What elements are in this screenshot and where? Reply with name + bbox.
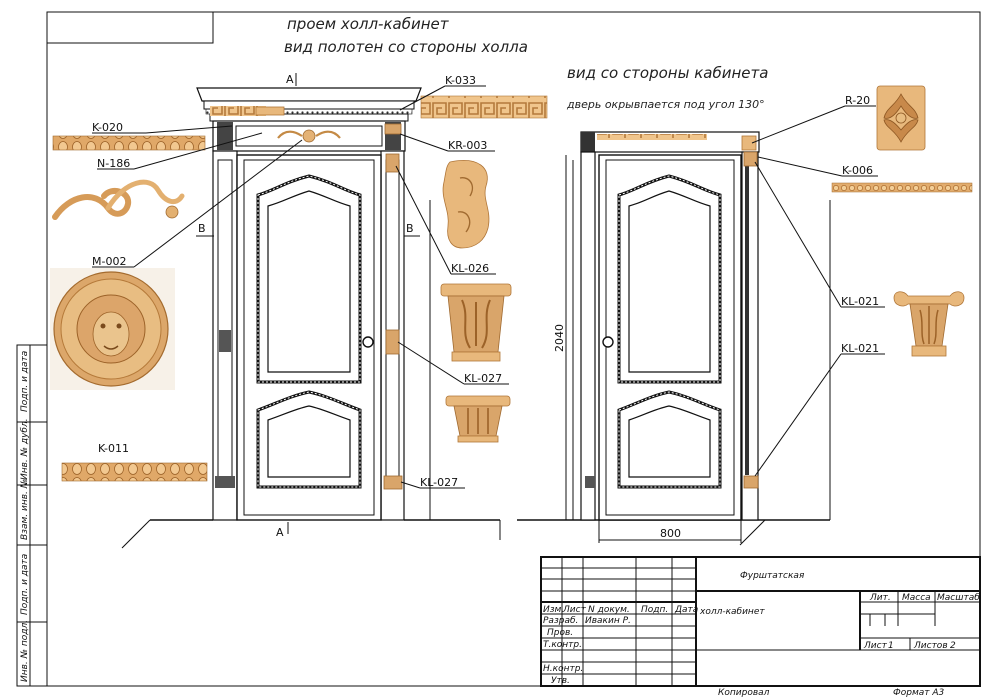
heading-line-1: проем холл-кабинет: [287, 15, 450, 33]
dimension-height-label: 2040: [553, 324, 566, 352]
label-n186: N-186: [97, 157, 130, 170]
stamp-cell-2: Инв. № дубл.: [20, 418, 30, 480]
n186-scroll-image: [52, 179, 185, 220]
part-images: [50, 85, 973, 482]
tb-developer-name: Ивакин Р.: [585, 616, 631, 626]
tb-role-developer: Разраб.: [543, 616, 578, 626]
tb-role-ncontrol: Н.контр.: [543, 664, 583, 674]
tb-role-tcontrol: Т.контр.: [543, 640, 582, 650]
part-labels: K-020 N-186 M-002 K-011 K-033 KR-003 KL-…: [92, 74, 885, 489]
label-m002: M-002: [92, 255, 126, 268]
k011-molding-image: [61, 462, 208, 482]
label-k020: K-020: [92, 121, 123, 134]
label-k006: K-006: [842, 164, 873, 177]
right-door-elevation: [517, 131, 831, 546]
k006-molding-image: [831, 182, 973, 193]
label-kl021-a: KL-021: [841, 295, 879, 308]
section-b-left: В: [198, 222, 206, 235]
label-k033: K-033: [445, 74, 476, 87]
dimension-width: 800: [598, 520, 742, 543]
kl021-capital-image: [893, 291, 965, 357]
stamp-cell-5: Инв. № подл.: [20, 620, 30, 682]
tb-col-sign: Подп.: [641, 605, 668, 615]
label-kl027-b: KL-027: [420, 476, 458, 489]
tb-col-doc: N докум.: [588, 605, 630, 615]
tb-sheet-no: 1: [888, 641, 894, 651]
tb-lit-label: Лит.: [869, 593, 891, 603]
kl027-capital-image: [445, 395, 511, 443]
k020-molding-image: [52, 135, 206, 151]
tb-drawing-name: холл-кабинет: [699, 607, 765, 617]
tb-sheets-label: Листов: [913, 641, 948, 651]
corner-box: [46, 11, 214, 44]
left-door-elevation: А А В В: [121, 73, 501, 549]
heading-line-2: вид полотен со стороны холла: [284, 38, 528, 56]
dimension-width-label: 800: [660, 527, 681, 540]
section-b-right: В: [406, 222, 414, 235]
tb-col-list: Лист: [562, 605, 587, 615]
stamp-cell-3: Взам. инв. №: [20, 479, 30, 540]
tb-role-approved: Утв.: [551, 676, 570, 686]
tb-mass-label: Масса: [902, 593, 931, 603]
label-r20: R-20: [845, 94, 870, 107]
stamp-cell-4: Подп. и дата: [20, 554, 30, 615]
title-block: Фурштатская холл-кабинет Изм. Лист N док…: [540, 556, 981, 687]
side-stamp: Подп. и дата Инв. № дубл. Взам. инв. № П…: [16, 344, 48, 687]
tb-sheet-label: Лист: [863, 641, 888, 651]
label-kl026: KL-026: [451, 262, 489, 275]
tb-project: Фурштатская: [740, 571, 805, 581]
heading-right-2: дверь окрывпается под угол 130°: [566, 98, 765, 111]
tb-copied: Копировал: [718, 688, 770, 698]
tb-sheets-no: 2: [950, 641, 956, 651]
tb-col-date: Дата: [674, 605, 698, 615]
dimension-height: 2040: [553, 155, 567, 520]
heading-right-1: вид со стороны кабинета: [567, 64, 768, 82]
label-k011: K-011: [98, 442, 129, 455]
tb-role-checker: Пров.: [547, 628, 573, 638]
label-kl027-a: KL-027: [464, 372, 502, 385]
r20-rosette-image: [876, 85, 926, 151]
tb-col-izm: Изм.: [543, 605, 564, 615]
tb-format: Формат А3: [893, 688, 945, 698]
kl026-capital-image: [440, 283, 512, 362]
stamp-cell-1: Подп. и дата: [20, 351, 30, 412]
kr003-bracket-image: [442, 160, 490, 249]
m002-lion-medallion-image: [50, 268, 175, 390]
k033-greek-key-image: [420, 95, 548, 119]
tb-scale-label: Масштаб: [937, 593, 980, 603]
section-a-top: А: [286, 73, 294, 86]
section-a-bottom: А: [276, 526, 284, 539]
label-kr003: KR-003: [448, 139, 487, 152]
label-kl021-b: KL-021: [841, 342, 879, 355]
